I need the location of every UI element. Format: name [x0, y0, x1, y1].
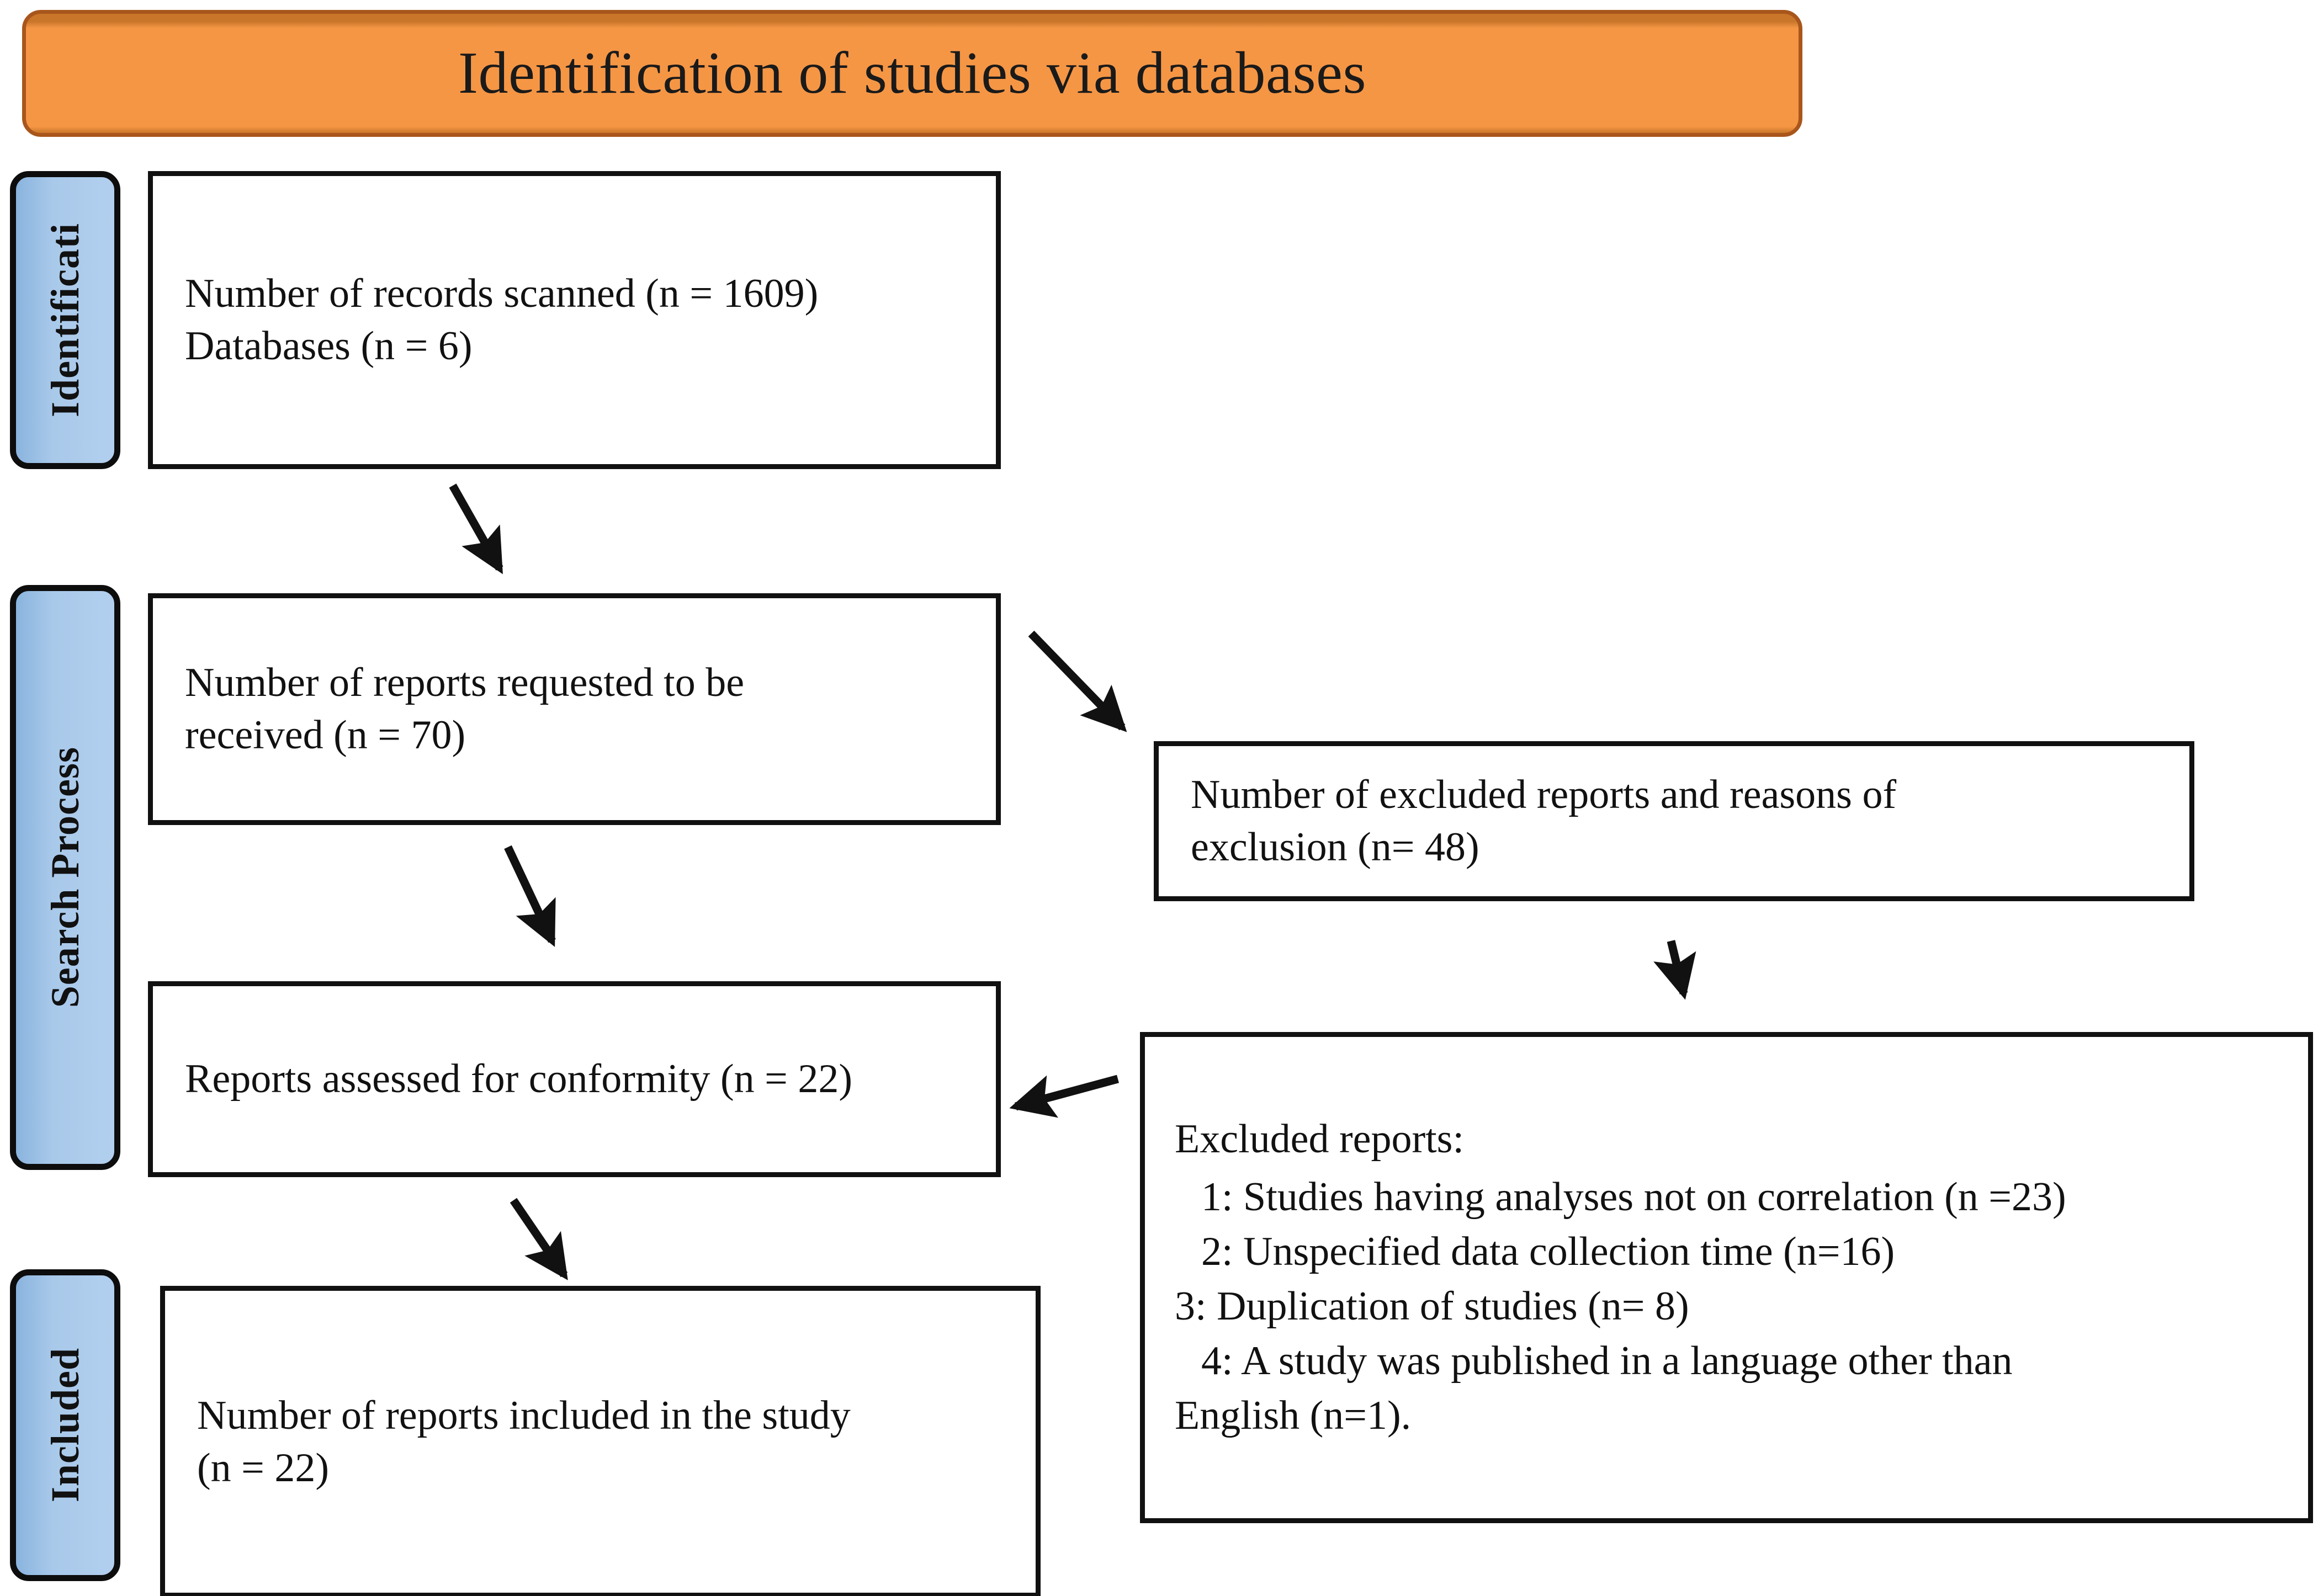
diagram-banner: Identification of studies via databases — [22, 10, 1802, 137]
stage-included-label: Included — [43, 1348, 87, 1503]
arrow-excluded-count-to-list — [1653, 940, 1696, 1000]
box-excluded-count-line2: exclusion (n= 48) — [1191, 824, 1479, 870]
box-records-scanned-line2: Databases (n = 6) — [185, 323, 473, 369]
stage-search-process-label: Search Process — [43, 747, 87, 1008]
box-excluded-list: Excluded reports: 1: Studies having anal… — [1140, 1032, 2313, 1523]
box-reports-assessed-line1: Reports assessed for conformity (n = 22) — [185, 1056, 853, 1102]
excluded-list-item-2: 2: Unspecified data collection time (n=1… — [1201, 1228, 1895, 1274]
arrow-requested-to-assessed — [504, 845, 556, 947]
box-reports-included: Number of reports included in the study … — [160, 1286, 1041, 1596]
excluded-list-heading: Excluded reports: — [1175, 1116, 1464, 1162]
arrow-records-to-requested — [449, 483, 503, 574]
box-excluded-count-line1: Number of excluded reports and reasons o… — [1191, 772, 1897, 818]
arrow-assessed-to-included — [510, 1198, 568, 1280]
box-reports-requested: Number of reports requested to be receiv… — [148, 593, 1001, 825]
box-reports-assessed: Reports assessed for conformity (n = 22) — [148, 981, 1001, 1177]
arrow-excluded-list-to-assessed — [1009, 1074, 1119, 1118]
excluded-list-item-3: 3: Duplication of studies (n= 8) — [1175, 1284, 1689, 1329]
excluded-list-item-1: 1: Studies having analyses not on correl… — [1201, 1174, 2066, 1220]
excluded-list-item-4-cont: English (n=1). — [1175, 1393, 1412, 1439]
stage-identification: Identificati — [10, 171, 120, 469]
box-reports-included-line1: Number of reports included in the study — [197, 1392, 851, 1438]
banner-title: Identification of studies via databases — [458, 40, 1366, 106]
box-reports-requested-line1: Number of reports requested to be — [185, 660, 745, 706]
excluded-list-content: Excluded reports: 1: Studies having anal… — [1145, 1112, 2308, 1444]
box-reports-included-line2: (n = 22) — [197, 1445, 330, 1491]
stage-search-process: Search Process — [10, 585, 120, 1170]
arrow-requested-to-excluded-count — [1028, 630, 1127, 732]
box-excluded-count: Number of excluded reports and reasons o… — [1154, 741, 2194, 901]
box-reports-requested-line2: received (n = 70) — [185, 712, 466, 758]
box-records-scanned-line1: Number of records scanned (n = 1609) — [185, 271, 819, 317]
stage-identification-label: Identificati — [43, 223, 87, 417]
stage-included: Included — [10, 1269, 120, 1581]
excluded-list-item-4: 4: A study was published in a language o… — [1201, 1338, 2013, 1384]
box-records-scanned: Number of records scanned (n = 1609) Dat… — [148, 171, 1001, 469]
